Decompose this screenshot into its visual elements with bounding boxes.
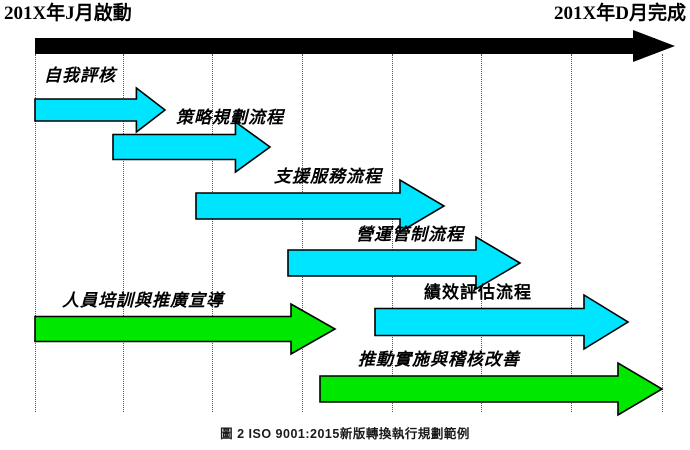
task-label: 策略規劃流程	[176, 108, 284, 127]
figure-caption: 圖 2 ISO 9001:2015新版轉換執行規劃範例	[220, 427, 470, 441]
timeline-start-label: 201X年J月啟動	[4, 3, 132, 24]
gridline	[662, 54, 663, 412]
task-arrow	[374, 293, 632, 352]
timeline-bar	[35, 38, 655, 54]
task-arrow	[34, 302, 339, 357]
task-label: 績效評估流程	[424, 283, 532, 302]
gridline	[571, 54, 572, 412]
timeline-end-label: 201X年D月完成	[554, 3, 686, 24]
task-label: 營運管制流程	[356, 225, 464, 244]
task-arrow	[319, 361, 666, 418]
timeline-arrowhead-icon	[633, 30, 675, 62]
task-label: 支援服務流程	[274, 167, 382, 186]
task-arrow	[195, 178, 448, 235]
task-label: 推動實施與稽核改善	[358, 350, 520, 369]
task-arrow	[112, 119, 274, 175]
task-label: 自我評核	[44, 66, 116, 85]
task-label: 人員培訓與推廣宣導	[62, 291, 224, 310]
task-arrow	[34, 86, 169, 135]
task-arrow	[287, 235, 524, 292]
